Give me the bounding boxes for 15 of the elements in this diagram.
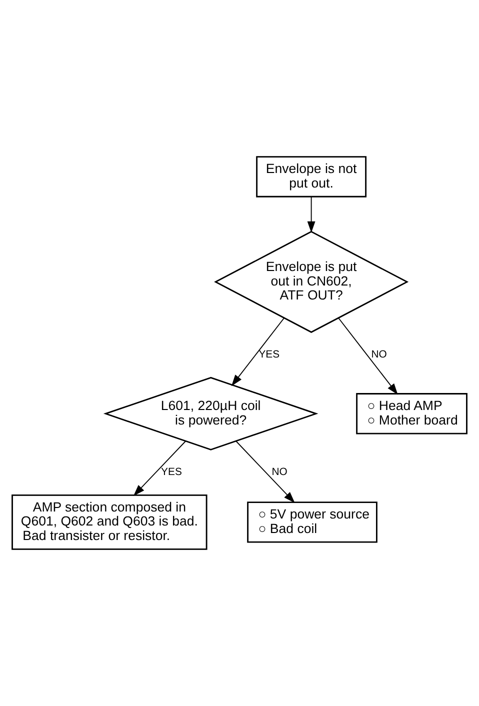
arrow bbox=[307, 196, 316, 233]
node-box: AMP section composed in Q601, Q602 and Q603 is bad. Bad transister or resistor. bbox=[12, 494, 208, 550]
arrow bbox=[133, 440, 186, 496]
edge-label: NO bbox=[272, 467, 288, 478]
arrow bbox=[236, 440, 295, 504]
arrow bbox=[231, 318, 285, 386]
edge-label: YES bbox=[258, 350, 280, 361]
node-box: ○ 5V power source ○ Bad coil bbox=[247, 502, 378, 543]
node-box: Envelope is not put out. bbox=[256, 156, 367, 198]
node-diamond: Envelope is put out in CN602, ATF OUT? bbox=[214, 230, 409, 333]
edge-label: NO bbox=[371, 350, 387, 361]
edge-label: YES bbox=[161, 467, 182, 478]
arrow bbox=[338, 318, 398, 395]
node-box: ○ Head AMP ○ Mother board bbox=[356, 393, 468, 434]
node-diamond: L601, 220µH coil is powered? bbox=[103, 376, 318, 450]
